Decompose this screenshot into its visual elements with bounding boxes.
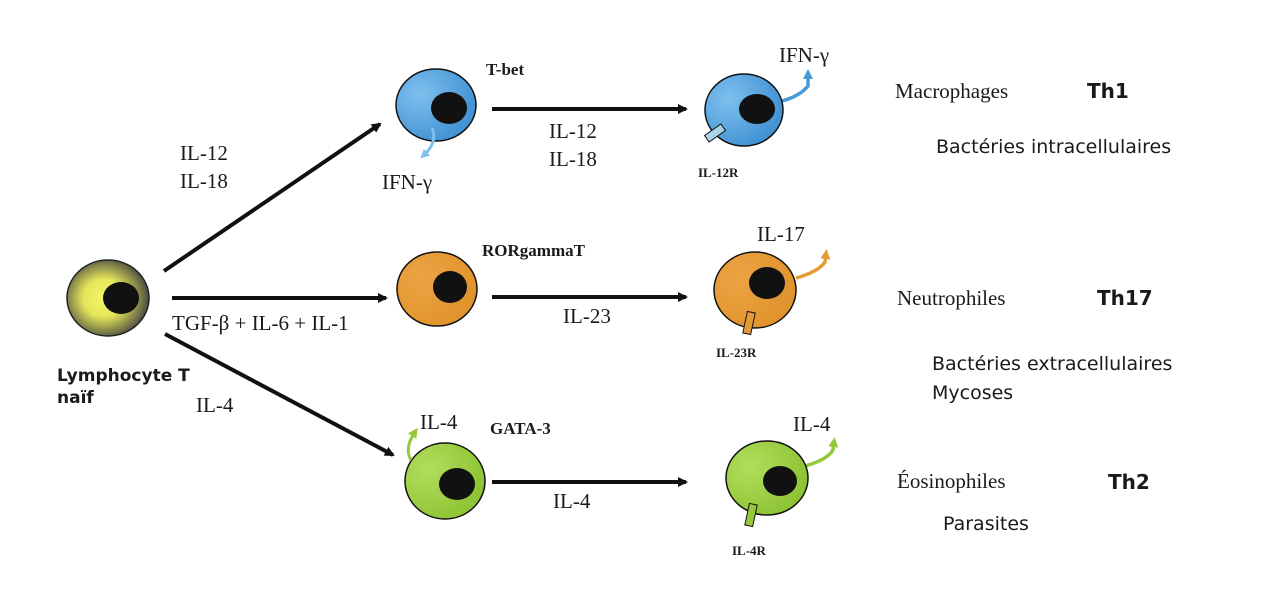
naive-cell-nucleus — [103, 282, 139, 314]
th2-autocrine-cytokine: IL-4 — [420, 410, 458, 434]
th2-subset-label: Th2 — [1108, 470, 1150, 494]
th17-pathogen-2: Mycoses — [932, 382, 1013, 404]
th17-amplification-label: IL-23 — [563, 304, 611, 328]
th1-receptor-label: IL-12R — [698, 165, 739, 180]
naive-cell-label-line1: Lymphocyte T — [57, 366, 190, 386]
th17-secretion-arrow — [795, 249, 831, 280]
th2-pathogen: Parasites — [943, 513, 1029, 535]
th2-amplification-label: IL-4 — [553, 489, 591, 513]
th2-target-cell: Éosinophiles — [897, 469, 1006, 493]
th17-target-cell: Neutrophiles — [897, 286, 1005, 310]
th1-precursor-nucleus — [431, 92, 467, 124]
th2-receptor-label: IL-4R — [732, 543, 767, 558]
th17-precursor-cell — [396, 251, 478, 327]
th17-effector-cell — [713, 249, 831, 336]
th2-transcription-factor: GATA-3 — [490, 419, 551, 438]
naive-cell-label-line2: naïf — [57, 388, 94, 408]
th2-secreted-cytokine: IL-4 — [793, 412, 831, 436]
th2-effector-nucleus — [763, 466, 797, 496]
th17-effector-nucleus — [749, 267, 785, 299]
th17-subset-label: Th17 — [1097, 286, 1153, 310]
th2-effector-cell — [725, 437, 839, 528]
il12-receptor — [703, 123, 727, 143]
il4-receptor — [744, 502, 758, 528]
th1-effector-cell — [703, 69, 813, 147]
th1-subset-label: Th1 — [1087, 79, 1129, 103]
th17-pathogen-1: Bactéries extracellulaires — [932, 353, 1172, 375]
th1-effector-nucleus — [739, 94, 775, 124]
th1-target-cell: Macrophages — [895, 79, 1008, 103]
th17-secreted-cytokine: IL-17 — [757, 222, 805, 246]
th1-precursor-cell — [395, 68, 477, 159]
th1-pathogen: Bactéries intracellulaires — [936, 136, 1171, 158]
th1-amplification-line2: IL-18 — [549, 147, 597, 171]
th1-stimulus-line2: IL-18 — [180, 169, 228, 193]
th2-precursor-cell — [404, 427, 486, 520]
th1-autocrine-arrow — [420, 127, 436, 159]
th2-stimulus: IL-4 — [196, 393, 234, 417]
th17-receptor-label: IL-23R — [716, 345, 757, 360]
naive-t-cell — [66, 259, 150, 337]
th17-stimulus: TGF-β + IL-6 + IL-1 — [172, 311, 349, 335]
th2-precursor-nucleus — [439, 468, 475, 500]
th1-amplification-line1: IL-12 — [549, 119, 597, 143]
th1-stimulus-line1: IL-12 — [180, 141, 228, 165]
il23-receptor — [742, 310, 756, 336]
th2-secretion-arrow — [804, 437, 839, 468]
arrow-naive-to-th2 — [164, 332, 395, 457]
th1-secretion-arrow — [781, 69, 813, 103]
th1-transcription-factor: T-bet — [486, 60, 524, 79]
th17-transcription-factor: RORgammaT — [482, 241, 586, 260]
th1-autocrine-cytokine: IFN-γ — [382, 170, 432, 194]
th1-secreted-cytokine: IFN-γ — [779, 43, 829, 67]
th17-precursor-nucleus — [433, 271, 467, 303]
th2-autocrine-arrow — [406, 427, 418, 461]
arrow-naive-to-th1 — [162, 122, 382, 273]
